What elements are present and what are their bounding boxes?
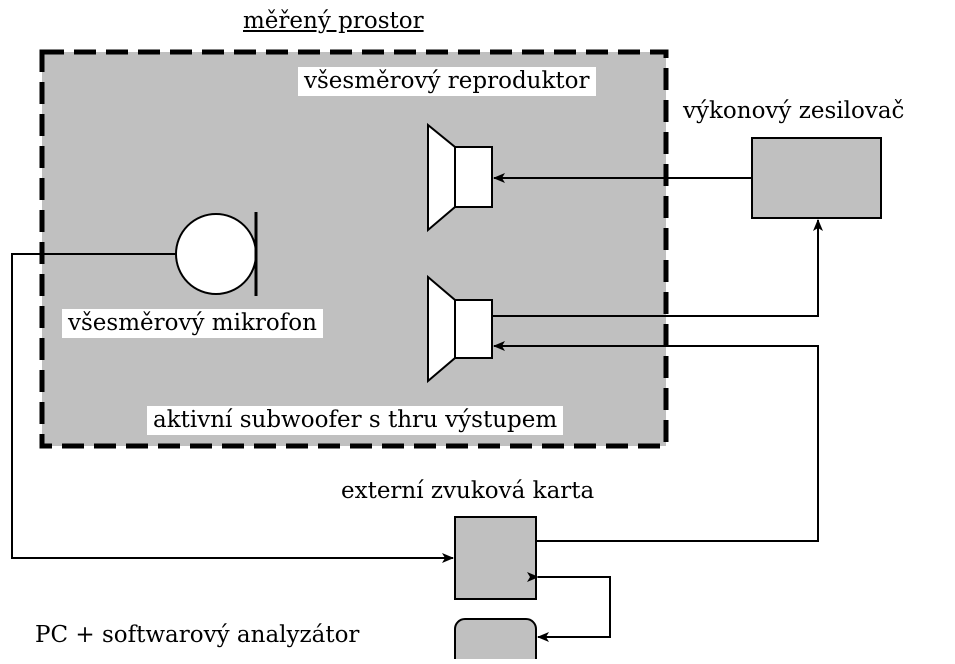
subwoofer-thru-to-amp-line [492,219,823,317]
subwoofer-label: aktivní subwoofer s thru výstupem [147,406,564,435]
amplifier-box [751,137,882,219]
microphone-label: všesměrový mikrofon [62,309,323,338]
soundcard-label: externí zvuková karta [341,478,595,504]
soundcard-to-subwoofer-line [493,341,819,542]
microphone-symbol [175,212,258,296]
subwoofer-symbol [427,274,493,384]
pc-label: PC + softwarový analyzátor [35,622,360,648]
pc-soundcard-link-line [527,572,611,642]
omni-speaker-symbol [427,122,493,233]
measured-room [39,49,669,449]
pc-box [454,618,537,664]
soundcard-box [454,516,537,600]
room-title: měřený prostor [243,8,424,34]
speaker-label: všesměrový reproduktor [298,67,596,96]
mic-to-soundcard-line [11,253,454,563]
amplifier-label: výkonový zesilovač [683,98,905,124]
